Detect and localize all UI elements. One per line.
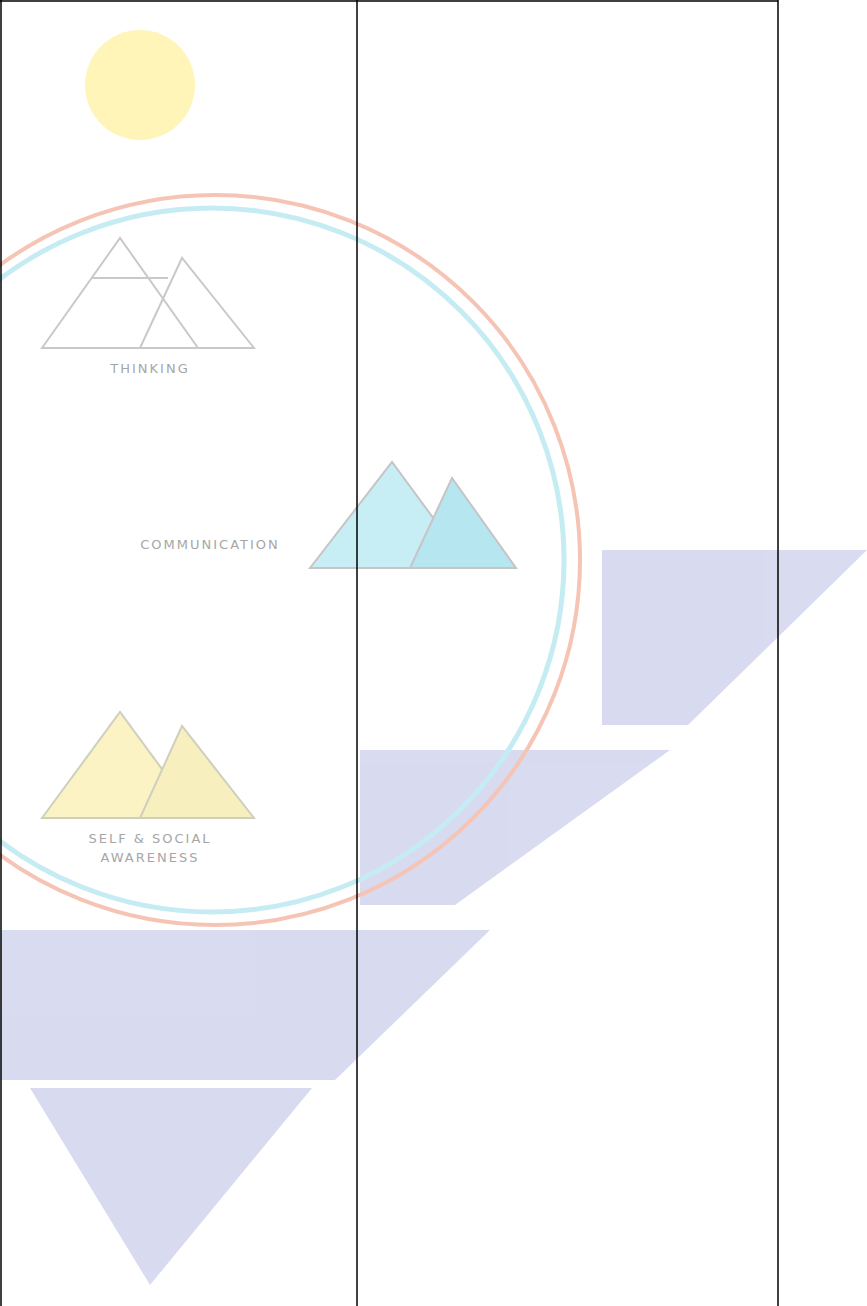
watermark-label: SELF & SOCIAL AWARENESS [70, 830, 230, 868]
table-rules [0, 0, 778, 1306]
sun [85, 30, 195, 140]
thinking-pyramids [42, 238, 254, 348]
watermark-label: COMMUNICATION [90, 536, 330, 555]
yellow-pyramids [42, 712, 254, 818]
watermark-label: THINKING [50, 360, 250, 379]
blue-pyramids [310, 462, 516, 568]
inner-ring [0, 208, 564, 912]
chevron-bands [0, 550, 867, 1285]
outer-ring [0, 195, 580, 925]
